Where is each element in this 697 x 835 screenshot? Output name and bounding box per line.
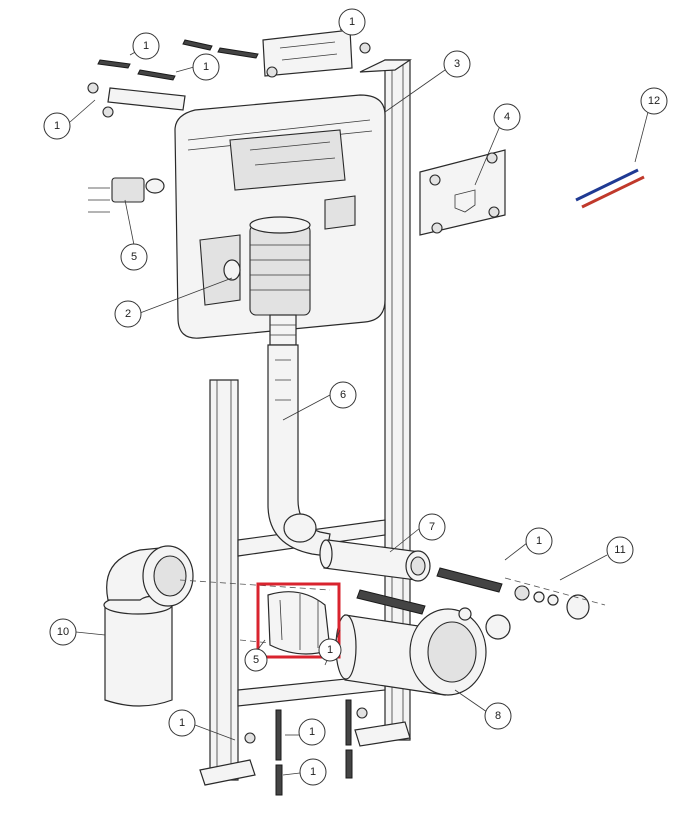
fixing-set: [458, 577, 606, 640]
callouts: 1 1 1 1 1 1 1 1 1 2 3 4 5 5 6 7 8 10 11 …: [43, 8, 668, 786]
threaded-rods: [356, 567, 503, 615]
callout-label: 5: [131, 251, 137, 263]
callout-label: 1: [179, 717, 185, 729]
callout-label: 1: [310, 766, 316, 778]
callout: 5: [120, 243, 148, 271]
callout-label: 1: [309, 726, 315, 738]
callout: 5: [244, 648, 268, 672]
callout: 1: [298, 718, 326, 746]
callout: 1: [299, 758, 327, 786]
callout-label: 1: [327, 644, 333, 656]
pan-connector-bend: [103, 545, 194, 707]
callout: 2: [114, 300, 142, 328]
callout: 7: [418, 513, 446, 541]
callout: 3: [443, 50, 471, 78]
top-hardware: [87, 29, 371, 118]
callout: 10: [49, 618, 77, 646]
callout-label: 1: [536, 535, 542, 547]
callout: 4: [493, 103, 521, 131]
callout: 1: [168, 709, 196, 737]
callout-label: 11: [614, 544, 625, 556]
callout-label: 1: [349, 16, 355, 28]
cistern: [174, 94, 386, 346]
callout: 8: [484, 702, 512, 730]
callout-label: 5: [253, 654, 259, 666]
support-bracket-ribs: [279, 594, 319, 650]
callout-label: 4: [504, 111, 510, 123]
water-lines-legend: [575, 168, 645, 209]
callout-label: 1: [143, 40, 149, 52]
callout-label: 1: [54, 120, 60, 132]
callout-label: 2: [125, 308, 131, 320]
connector-pipe: [319, 539, 431, 582]
callout: 12: [640, 87, 668, 115]
callout-label: 7: [429, 521, 435, 533]
callout: 1: [132, 32, 160, 60]
callout: 1: [192, 53, 220, 81]
callout-label: 10: [57, 626, 69, 638]
assembly-line: [179, 579, 331, 591]
cold-water-line: [575, 168, 639, 202]
callout: 1: [338, 8, 366, 36]
flush-pipe: [267, 344, 331, 557]
callout-label: 1: [203, 61, 209, 73]
callout-label: 3: [454, 58, 460, 70]
callout: 1: [525, 527, 553, 555]
callout: 1: [43, 112, 71, 140]
callout: 6: [329, 381, 357, 409]
callout: 1: [318, 638, 342, 662]
callout-label: 6: [340, 389, 346, 401]
inlet-valve: [88, 177, 165, 213]
highlight-box: [256, 582, 341, 659]
waste-sleeve: [335, 608, 487, 696]
callout-label: 8: [495, 710, 501, 722]
callout: 11: [606, 536, 634, 564]
callout-label: 12: [648, 95, 660, 107]
mounting-plate: [419, 149, 506, 236]
hot-water-line: [581, 175, 645, 209]
bottom-hardware: [244, 699, 368, 796]
